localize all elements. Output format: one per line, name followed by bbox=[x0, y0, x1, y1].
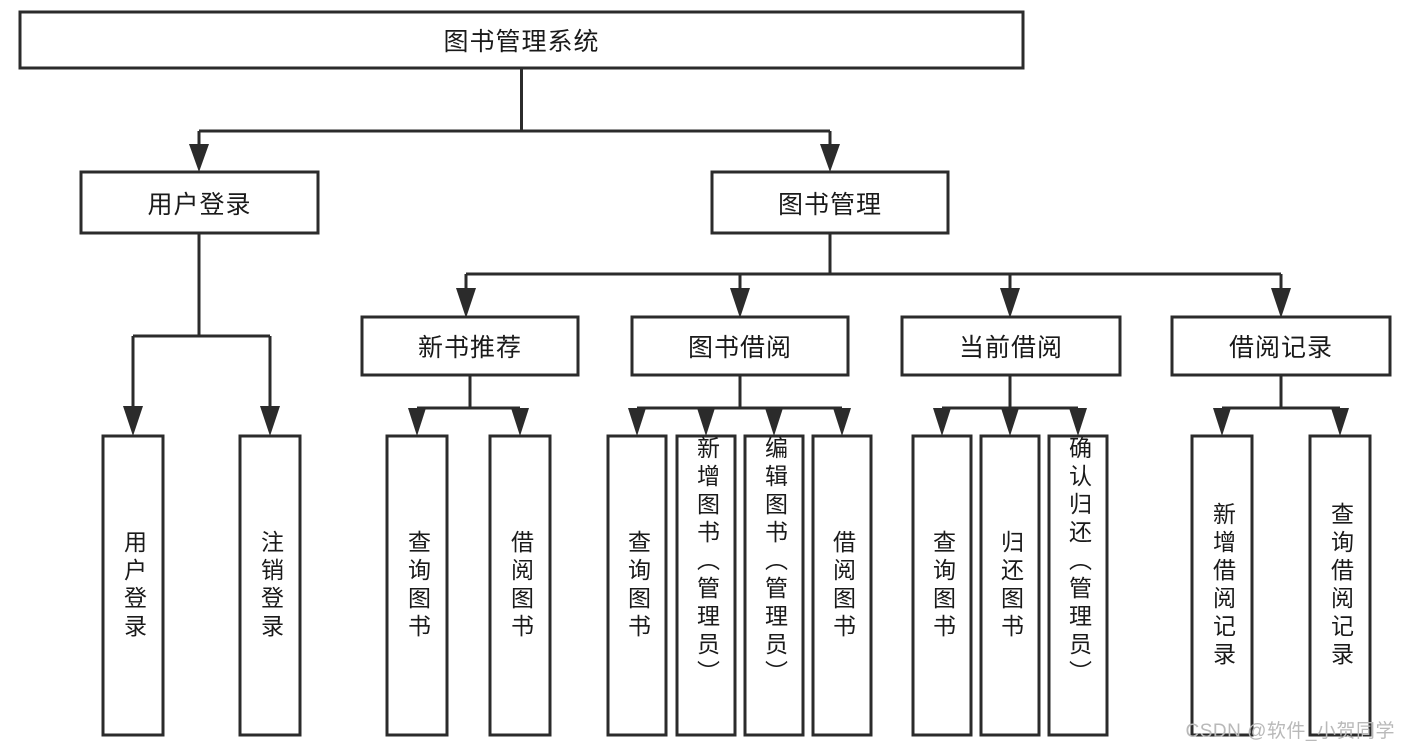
leaf-borrow-record-1[interactable] bbox=[1190, 434, 1254, 737]
arrowhead-new-book bbox=[456, 288, 476, 318]
leaf-user-login-2[interactable] bbox=[238, 434, 302, 737]
leaf-new-book-1[interactable] bbox=[385, 434, 449, 737]
arrowhead-leaf-n1 bbox=[408, 408, 426, 436]
arrowhead-leaf-b1 bbox=[628, 408, 646, 436]
leaf-borrow-record-2[interactable] bbox=[1308, 434, 1372, 737]
arrowhead-leaf-n2 bbox=[511, 408, 529, 436]
arrowhead-user-login bbox=[189, 144, 209, 172]
leaf-book-borrow-4[interactable] bbox=[811, 434, 873, 737]
node-book-management[interactable] bbox=[710, 170, 950, 235]
node-user-login[interactable] bbox=[79, 170, 320, 235]
arrowhead-leaf-u2 bbox=[260, 406, 280, 436]
node-current-borrow[interactable] bbox=[900, 315, 1122, 377]
node-book-borrow[interactable] bbox=[630, 315, 850, 377]
arrowhead-current-borrow bbox=[1000, 288, 1020, 318]
arrowhead-borrow-record bbox=[1271, 288, 1291, 318]
node-borrow-record[interactable] bbox=[1170, 315, 1392, 377]
arrowhead-book-borrow bbox=[730, 288, 750, 318]
arrowhead-leaf-c1 bbox=[933, 408, 951, 436]
leaf-book-borrow-2[interactable] bbox=[675, 434, 737, 737]
leaf-book-borrow-3[interactable] bbox=[743, 434, 805, 737]
arrowhead-leaf-c2 bbox=[1001, 408, 1019, 436]
arrowhead-leaf-b4 bbox=[833, 408, 851, 436]
leaf-current-borrow-1[interactable] bbox=[911, 434, 973, 737]
arrowhead-leaf-r2 bbox=[1331, 408, 1349, 436]
arrowhead-book-mgmt bbox=[820, 144, 840, 172]
leaf-new-book-2[interactable] bbox=[488, 434, 552, 737]
arrowhead-leaf-r1 bbox=[1213, 408, 1231, 436]
arrowhead-leaf-b2 bbox=[697, 408, 715, 436]
node-new-book-recommend[interactable] bbox=[360, 315, 580, 377]
csdn-watermark: CSDN @软件_小贺同学 bbox=[1185, 721, 1395, 742]
leaf-user-login-1[interactable] bbox=[101, 434, 165, 737]
leaf-current-borrow-2[interactable] bbox=[979, 434, 1041, 737]
connector-group bbox=[123, 68, 1349, 436]
arrowhead-leaf-u1 bbox=[123, 406, 143, 436]
node-box-group bbox=[18, 10, 1392, 737]
leaf-book-borrow-1[interactable] bbox=[606, 434, 668, 737]
node-root-book-management-system[interactable] bbox=[18, 10, 1025, 70]
arrowhead-leaf-b3 bbox=[765, 408, 783, 436]
arrowhead-leaf-c3 bbox=[1069, 408, 1087, 436]
leaf-current-borrow-3[interactable] bbox=[1047, 434, 1109, 737]
